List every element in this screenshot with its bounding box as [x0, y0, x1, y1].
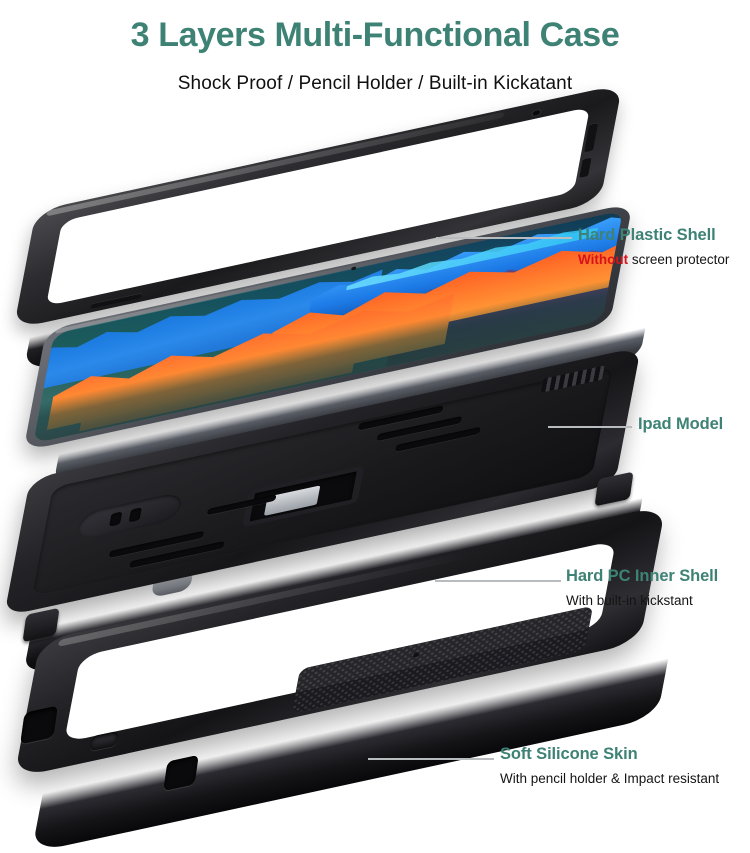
header: 3 Layers Multi-Functional Case Shock Pro…: [0, 0, 750, 104]
page-subtitle: Shock Proof / Pencil Holder / Built-in K…: [177, 73, 573, 94]
callout-soft-silicone-skin: Soft Silicone Skin With pencil holder & …: [500, 745, 719, 787]
exploded-product-view: Hard Plastic Shell Without screen protec…: [0, 83, 750, 853]
leader-line-hard-plastic-shell: [436, 237, 572, 239]
pencil-holder-slot-a: [109, 511, 123, 527]
leader-line-soft-silicone-skin: [368, 758, 494, 760]
callout-title: Hard PC Inner Shell: [566, 567, 719, 585]
silicone-mic-hole-icon: [412, 652, 420, 658]
leader-line-hard-pc-inner-shell: [435, 580, 561, 582]
callout-subtitle: Without screen protector: [578, 252, 729, 268]
page-title: 3 Layers Multi-Functional Case: [130, 16, 620, 54]
callout-subtitle-rest: screen protector: [628, 251, 730, 267]
callout-subtitle-highlight: Without: [578, 251, 629, 267]
callout-title: Soft Silicone Skin: [500, 745, 638, 763]
callout-subtitle: With pencil holder & Impact resistant: [500, 770, 720, 786]
callout-subtitle: With built-in kickstant: [566, 592, 693, 608]
callout-hard-pc-inner-shell: Hard PC Inner Shell With built-in kickst…: [566, 567, 718, 609]
leader-line-ipad-model: [548, 426, 632, 428]
callout-title: Ipad Model: [638, 415, 724, 433]
callout-ipad-model: Ipad Model: [638, 415, 723, 434]
pencil-holder-slot-b: [128, 507, 142, 523]
callout-title: Hard Plastic Shell: [578, 226, 716, 244]
silicone-edge-highlight: [57, 551, 470, 647]
callout-hard-plastic-shell: Hard Plastic Shell Without screen protec…: [578, 226, 729, 268]
